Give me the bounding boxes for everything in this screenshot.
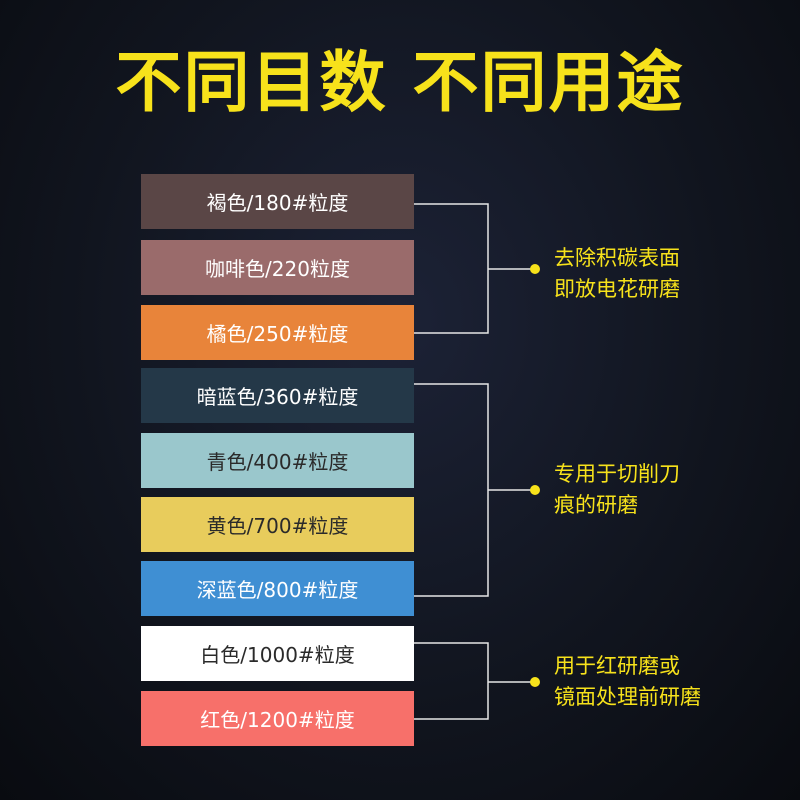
connector-dot-1 (530, 264, 540, 274)
swatch-brown-180: 褐色/180#粒度 (141, 174, 414, 229)
bracket-group-1 (414, 203, 489, 334)
swatch-yellow-700: 黄色/700#粒度 (141, 497, 414, 552)
swatch-coffee-220: 咖啡色/220粒度 (141, 240, 414, 295)
swatch-label: 青色/400#粒度 (206, 450, 349, 474)
group-1-line-2: 即放电花研磨 (554, 277, 680, 301)
page-title: 不同目数 不同用途 (115, 44, 685, 121)
group-3-line-2: 镜面处理前研磨 (554, 685, 701, 709)
swatch-orange-250: 橘色/250#粒度 (141, 305, 414, 360)
group-2-line-1: 专用于切削刀 (554, 462, 680, 486)
swatch-cyan-400: 青色/400#粒度 (141, 433, 414, 488)
group-3-line-1: 用于红研磨或 (554, 654, 680, 678)
bracket-group-3 (414, 642, 489, 720)
swatch-label: 暗蓝色/360#粒度 (196, 385, 359, 409)
group-2-line-2: 痕的研磨 (554, 493, 638, 517)
group-3-description: 用于红研磨或 镜面处理前研磨 (554, 651, 701, 713)
swatch-label: 深蓝色/800#粒度 (196, 578, 359, 602)
group-2-description: 专用于切削刀 痕的研磨 (554, 459, 680, 521)
swatch-red-1200: 红色/1200#粒度 (141, 691, 414, 746)
group-1-line-1: 去除积碳表面 (554, 246, 680, 270)
connector-dot-3 (530, 677, 540, 687)
swatch-label: 红色/1200#粒度 (200, 708, 355, 732)
swatch-white-1000: 白色/1000#粒度 (141, 626, 414, 681)
swatch-label: 褐色/180#粒度 (206, 191, 349, 215)
swatch-label: 黄色/700#粒度 (206, 514, 349, 538)
group-1-description: 去除积碳表面 即放电花研磨 (554, 243, 680, 305)
swatch-label: 白色/1000#粒度 (200, 643, 355, 667)
swatch-label: 橘色/250#粒度 (206, 322, 349, 346)
swatch-label: 咖啡色/220粒度 (205, 257, 350, 281)
swatch-deepblue-800: 深蓝色/800#粒度 (141, 561, 414, 616)
swatch-darkblue-360: 暗蓝色/360#粒度 (141, 368, 414, 423)
bracket-group-2 (414, 383, 489, 597)
connector-dot-2 (530, 485, 540, 495)
